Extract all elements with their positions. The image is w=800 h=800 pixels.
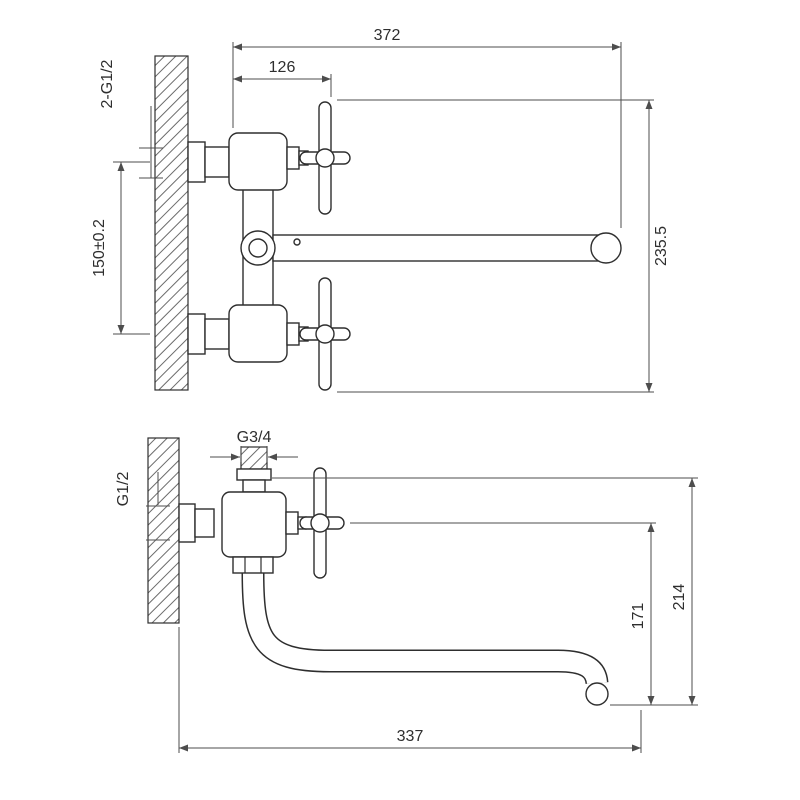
shower-outlet-thread: [240, 446, 268, 470]
faucet-body-side: [221, 446, 287, 558]
handle-bottom-cross: [286, 277, 351, 391]
dim-126-label: 126: [269, 59, 296, 76]
set-screw: [293, 238, 301, 246]
side-view-dimensions: G3/4 G1/2 171 214 337: [115, 429, 698, 753]
dim-337-label: 337: [397, 728, 424, 745]
inlet-top: [187, 141, 230, 183]
dim-top-thread-label: G3/4: [237, 429, 272, 446]
spout-tip: [590, 232, 622, 264]
faucet-body-front: [228, 132, 622, 363]
spout-nut: [232, 556, 274, 574]
wall-section-front: [154, 55, 189, 391]
dim-372-label: 372: [374, 27, 401, 44]
dim-150-label: 150±0.2: [91, 219, 108, 277]
dim-214-label: 214: [671, 584, 688, 611]
spout-side: [232, 556, 609, 706]
dim-171-label: 171: [630, 603, 647, 630]
handle-top-cross: [286, 101, 351, 215]
handle-side-cross: [285, 467, 345, 579]
wall-section-side: [147, 437, 180, 624]
dim-inlet-thread-label: 2-G1/2: [99, 59, 116, 108]
dim-wall-thread-label: G1/2: [115, 472, 132, 507]
front-view: 372 126 2-G1/2 150±0.2 235.5: [91, 27, 670, 393]
spout-front: [272, 234, 600, 262]
spout-nozzle: [585, 682, 609, 706]
front-view-dimensions: 372 126 2-G1/2 150±0.2 235.5: [91, 27, 670, 393]
inlet-bottom: [187, 313, 230, 355]
inlet-side: [178, 503, 215, 543]
side-view: G3/4 G1/2 171 214 337: [115, 429, 698, 753]
dim-235-label: 235.5: [653, 226, 670, 266]
